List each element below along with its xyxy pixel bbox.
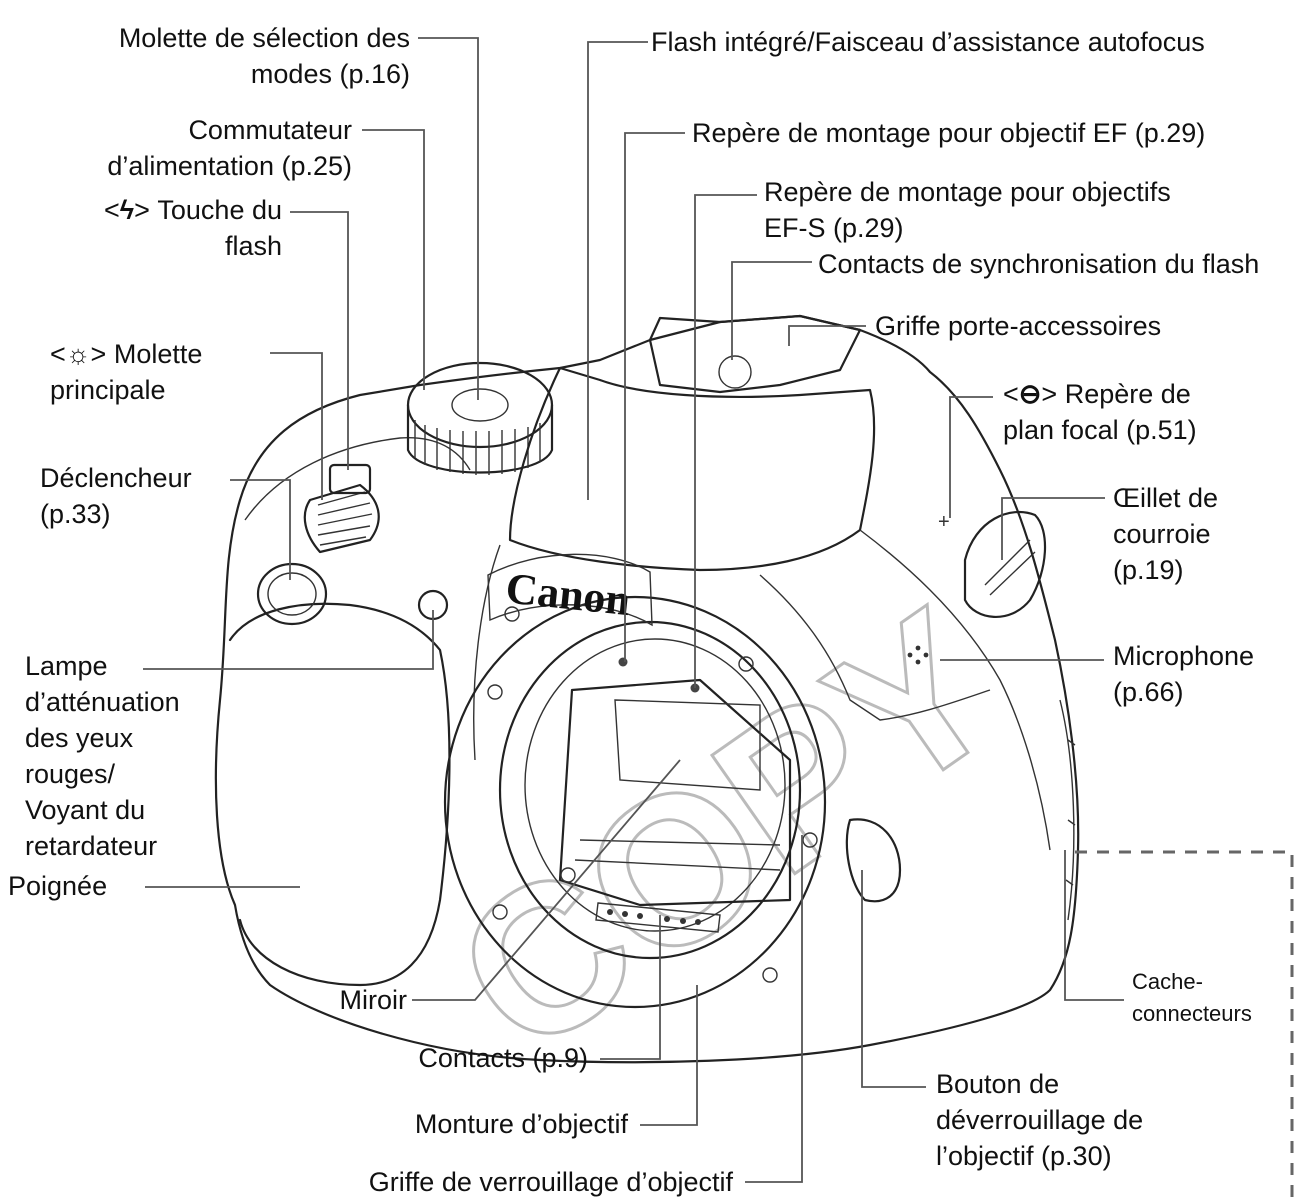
grip-outline xyxy=(228,602,451,987)
leader-focal-plane xyxy=(949,396,993,518)
leader-hot-shoe xyxy=(788,325,866,346)
leader-lens-mount xyxy=(640,985,698,1126)
label-contacts: Contacts (p.9) xyxy=(418,1043,588,1073)
focal-plane-icon: ⊖ xyxy=(1018,379,1042,409)
lens-contacts xyxy=(595,902,721,933)
leader-sync-contacts xyxy=(731,261,812,360)
leader-ef-mark xyxy=(624,132,685,662)
label-mirror: Miroir xyxy=(339,985,408,1015)
brand-logo: Canon xyxy=(503,563,632,625)
label-hot-shoe: Griffe porte-accessoires xyxy=(875,311,1162,341)
leader-flash-button xyxy=(290,211,349,470)
leader-mirror xyxy=(412,759,681,1001)
leader-shutter xyxy=(230,479,291,580)
flash-housing xyxy=(508,366,876,572)
hot-shoe xyxy=(648,314,862,394)
strap-eyelet xyxy=(963,510,1047,618)
flash-button xyxy=(328,463,372,495)
mode-dial-top xyxy=(406,361,554,449)
camera-body-outline xyxy=(214,314,1080,1064)
label-flash-af: Flash intégré/Faisceau d’assistance auto… xyxy=(651,27,1205,57)
main-dial xyxy=(303,483,380,554)
lens-mount-outer xyxy=(443,595,827,1009)
label-grip: Poignée xyxy=(8,871,108,901)
shutter-button xyxy=(256,562,328,626)
label-lens-mount: Monture d’objectif xyxy=(414,1109,628,1139)
leader-lens-lock xyxy=(745,835,803,1183)
label-ef-mark: Repère de montage pour objectif EF (p.29… xyxy=(692,118,1206,148)
leader-contacts xyxy=(600,915,661,1060)
mirror xyxy=(558,678,792,907)
leader-lens-release xyxy=(861,870,926,1088)
label-sync-contacts: Contacts de synchronisation du flash xyxy=(818,249,1260,279)
label-microphone: Microphone(p.66) xyxy=(1113,641,1255,707)
leader-main-dial xyxy=(270,352,323,500)
main-dial-icon: ☼ xyxy=(65,339,91,369)
leader-redeye xyxy=(143,610,434,670)
lens-release-button xyxy=(845,818,902,903)
dashed-bracket xyxy=(1075,850,1294,1203)
leader-mode-dial xyxy=(418,37,479,400)
leader-strap xyxy=(1001,497,1105,560)
label-focal-plane: <⊖> Repère de plan focal (p.51) xyxy=(1003,379,1197,445)
leader-power-switch xyxy=(362,129,425,390)
label-main-dial: <☼> Molette principale xyxy=(50,339,203,405)
label-shutter: Déclencheur(p.33) xyxy=(40,463,192,529)
label-terminal-cover: Cache-connecteurs xyxy=(1132,969,1252,1026)
leader-flash-af xyxy=(587,41,648,500)
sync-contacts xyxy=(718,355,752,389)
flash-icon: ϟ xyxy=(119,195,135,225)
leader-terminal-cover xyxy=(1064,850,1124,1001)
label-flash-button: <ϟ> Touche du flash xyxy=(104,195,282,261)
svg-text:+: + xyxy=(938,511,950,533)
label-lens-lock: Griffe de verrouillage d’objectif xyxy=(368,1167,733,1197)
lens-mount-inner xyxy=(498,620,802,960)
leader-efs-mark xyxy=(694,194,757,688)
